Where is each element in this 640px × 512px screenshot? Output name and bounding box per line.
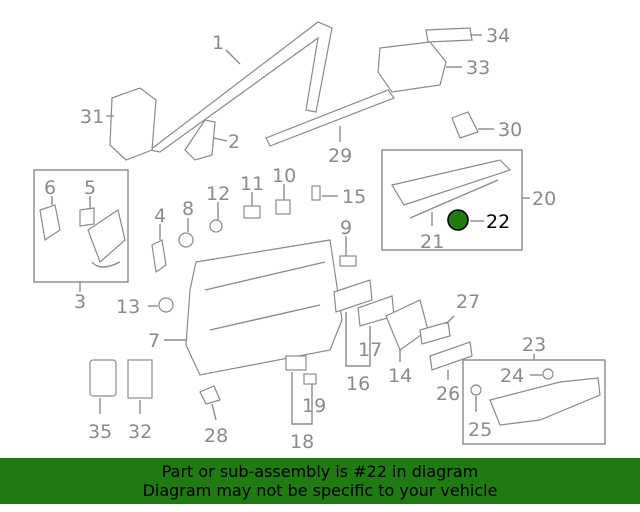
callout-29: 29: [328, 145, 352, 167]
group-box-3: [33, 169, 129, 283]
part-13-fastener[interactable]: [158, 297, 174, 313]
part-4-bracket[interactable]: [151, 239, 167, 274]
callout-10: 10: [272, 165, 296, 187]
leader-28: [211, 403, 217, 421]
part-3-speaker-assembly[interactable]: [87, 209, 126, 264]
part-19-clip[interactable]: [303, 373, 317, 385]
callout-3: 3: [74, 291, 86, 313]
callout-18: 18: [290, 431, 314, 453]
part-25-clip[interactable]: [470, 384, 482, 396]
part-29-belt-molding[interactable]: [265, 89, 395, 147]
callout-4: 4: [154, 205, 166, 227]
part-24-screw[interactable]: [542, 368, 554, 380]
callout-27: 27: [456, 291, 480, 313]
callout-21: 21: [420, 231, 444, 253]
callout-24: 24: [500, 365, 524, 387]
part-23-armrest-trim[interactable]: [489, 377, 601, 426]
callout-23: 23: [522, 334, 546, 356]
callout-13: 13: [116, 296, 140, 318]
part-33-handle-bezel[interactable]: [377, 41, 447, 93]
part-20-trim-assembly[interactable]: [391, 159, 512, 206]
part-34-switch[interactable]: [425, 27, 473, 43]
callout-14: 14: [388, 365, 412, 387]
callout-2: 2: [228, 131, 240, 153]
callout-5: 5: [84, 177, 96, 199]
part-31-switch-panel[interactable]: [109, 87, 157, 161]
part-9-clip[interactable]: [339, 255, 357, 267]
callout-1: 1: [212, 32, 224, 54]
callout-28: 28: [204, 425, 228, 447]
part-7-panel-line-2: [209, 304, 321, 331]
callout-25: 25: [468, 419, 492, 441]
leader-1: [225, 49, 241, 65]
callout-11: 11: [240, 173, 264, 195]
leader-27: [445, 315, 455, 325]
part-11-clip[interactable]: [243, 205, 261, 219]
callout-8: 8: [182, 198, 194, 220]
part-6-bracket[interactable]: [39, 204, 61, 242]
part-5-clip[interactable]: [79, 207, 95, 227]
part-15-pin[interactable]: [311, 185, 321, 201]
part-22-highlighted[interactable]: [447, 209, 469, 231]
leader-18: [291, 372, 313, 425]
callout-33: 33: [466, 57, 490, 79]
leader-2: [213, 137, 228, 142]
callout-20: 20: [532, 188, 556, 210]
callout-17: 17: [358, 339, 382, 361]
callout-19: 19: [302, 395, 326, 417]
part-35-switch[interactable]: [89, 359, 117, 397]
callout-7: 7: [148, 330, 160, 352]
part-8-grommet[interactable]: [178, 232, 194, 248]
callout-15: 15: [342, 186, 366, 208]
banner-line-1: Part or sub-assembly is #22 in diagram: [161, 462, 479, 481]
callout-6: 6: [44, 177, 56, 199]
part-16-handle[interactable]: [333, 279, 373, 313]
part-32-switch[interactable]: [127, 359, 153, 399]
callout-9: 9: [340, 217, 352, 239]
part-28-clip[interactable]: [199, 385, 221, 405]
part-12-grommet[interactable]: [209, 219, 223, 233]
part-27-trim[interactable]: [419, 321, 451, 345]
callout-26: 26: [436, 383, 460, 405]
part-26-trim[interactable]: [429, 341, 473, 371]
leader-16: [345, 312, 371, 367]
callout-35: 35: [88, 421, 112, 443]
info-banner: Part or sub-assembly is #22 in diagram D…: [0, 458, 640, 504]
callout-32: 32: [128, 421, 152, 443]
part-21-strip[interactable]: [409, 179, 499, 219]
callout-12: 12: [206, 183, 230, 205]
banner-line-2: Diagram may not be specific to your vehi…: [142, 481, 498, 500]
callout-22-highlighted: 22: [486, 211, 510, 233]
part-1-window-frame[interactable]: [148, 21, 333, 153]
part-2-trim[interactable]: [184, 119, 216, 161]
callout-31: 31: [80, 106, 104, 128]
part-7-door-trim-panel[interactable]: [185, 239, 343, 376]
part-7-panel-line: [204, 261, 326, 291]
part-18-bezel[interactable]: [285, 355, 307, 371]
part-30-cover[interactable]: [451, 111, 479, 139]
group-box-20: [381, 149, 523, 251]
callout-16: 16: [346, 373, 370, 395]
callout-30: 30: [498, 119, 522, 141]
callout-34: 34: [486, 25, 510, 47]
exploded-parts-diagram: 1 2 3 4 5 6 7 8 9 10 11 12 13 14 15 16 1…: [33, 21, 606, 453]
part-10-clip[interactable]: [275, 199, 291, 215]
part-3-wire: [91, 261, 121, 268]
